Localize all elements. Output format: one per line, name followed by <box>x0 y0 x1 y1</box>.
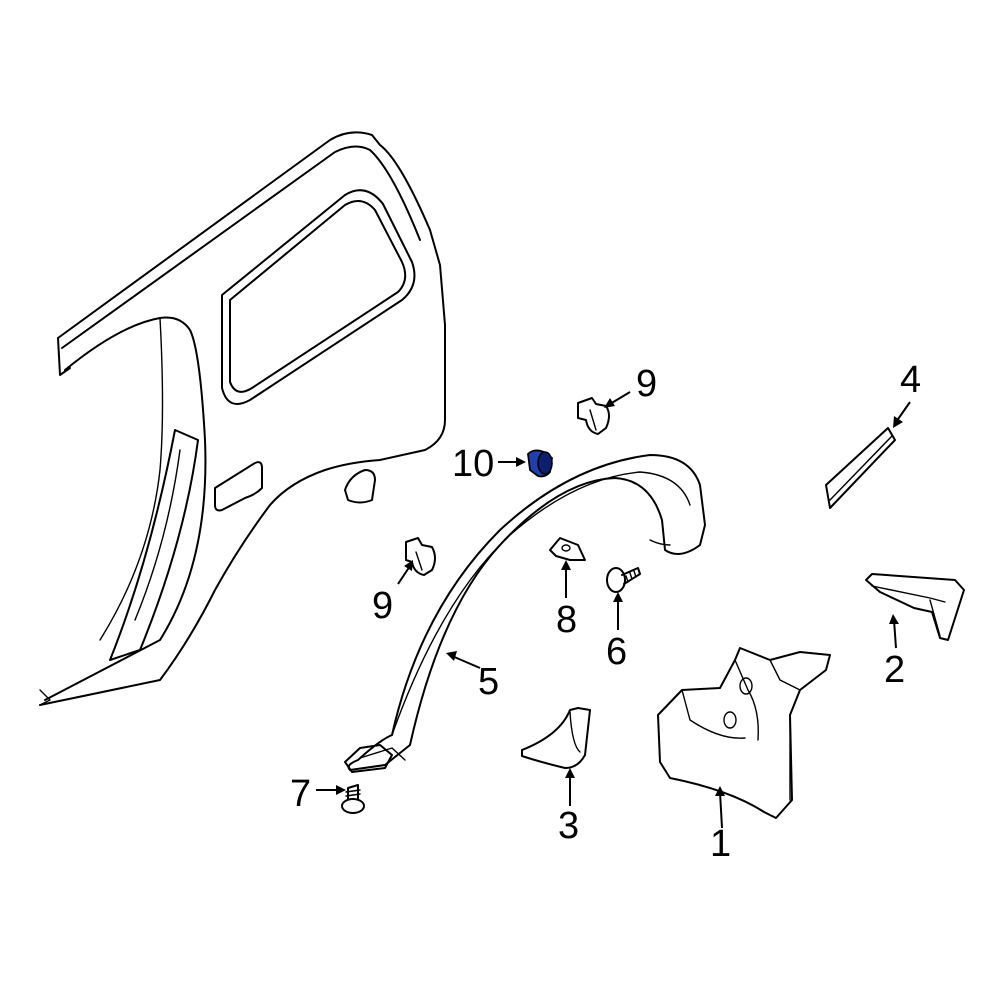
callout-1: 1 <box>710 823 731 865</box>
mud-flap-part-1 <box>657 647 831 819</box>
bolt-part-7 <box>341 784 365 814</box>
callout-arrows <box>316 391 911 829</box>
clip-part-8 <box>549 537 586 561</box>
callout-9-upper: 9 <box>636 363 657 405</box>
strip-part-4 <box>825 427 896 509</box>
callout-5: 5 <box>478 661 499 703</box>
quarter-panel <box>39 131 446 706</box>
callout-9-lower: 9 <box>372 585 393 627</box>
trim-part-3 <box>521 707 591 769</box>
callout-7: 7 <box>290 773 311 815</box>
callout-3: 3 <box>558 805 579 847</box>
clip-part-10 <box>527 449 553 478</box>
bracket-part-2 <box>865 573 965 641</box>
callout-6: 6 <box>606 631 627 673</box>
callout-10: 10 <box>452 443 494 485</box>
clip-part-9-lower <box>405 537 436 576</box>
callout-labels: 1 2 3 4 5 6 7 8 9 9 10 <box>290 359 921 865</box>
callout-8: 8 <box>556 599 577 641</box>
fender-flare-part-5 <box>344 454 706 773</box>
screw-part-6 <box>606 567 641 593</box>
callout-2: 2 <box>884 649 905 691</box>
callout-4: 4 <box>900 359 921 401</box>
clip-part-9-upper <box>577 397 610 435</box>
